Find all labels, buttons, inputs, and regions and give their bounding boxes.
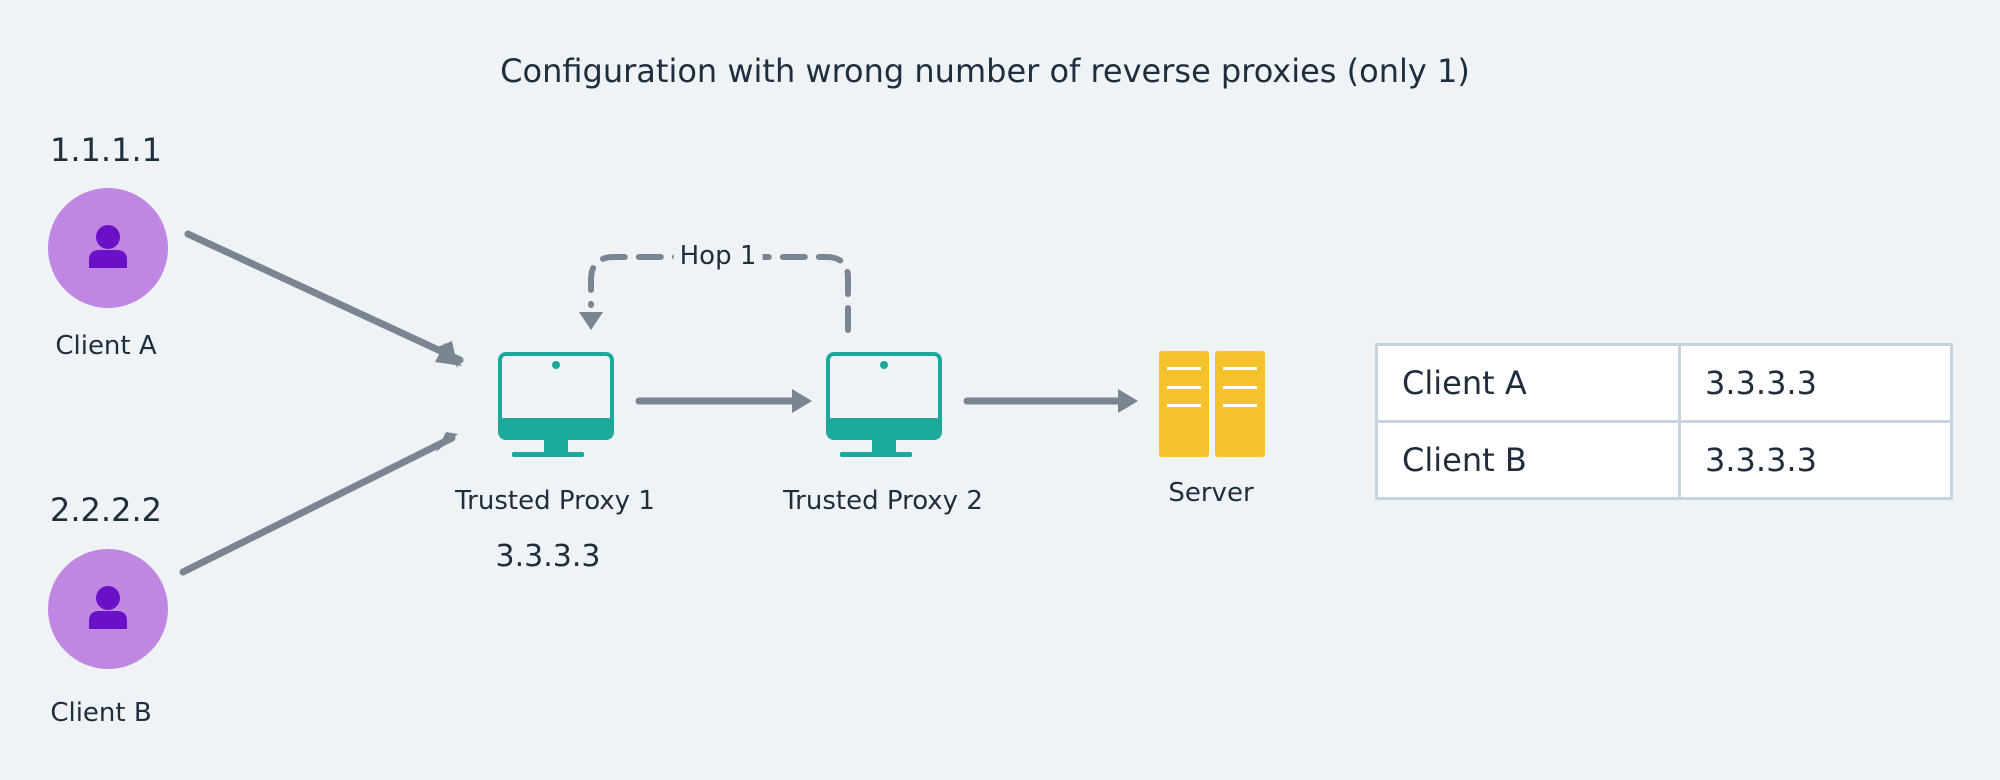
table-cell-client: Client A (1375, 343, 1681, 423)
proxy-1-label: Trusted Proxy 1 (455, 486, 655, 516)
proxy-1-ip: 3.3.3.3 (495, 539, 601, 574)
server-icon (1159, 351, 1265, 457)
table-cell-ip: 3.3.3.3 (1678, 343, 1953, 423)
monitor-icon (826, 352, 942, 457)
result-table: Client A 3.3.3.3 Client B 3.3.3.3 (1375, 343, 1953, 500)
arrowhead (1118, 389, 1138, 413)
arrow-client-a-to-proxy-1 (184, 230, 464, 364)
proxy-1-node (498, 352, 614, 457)
arrowhead (579, 312, 603, 330)
user-icon (89, 586, 127, 629)
arrowhead (435, 343, 462, 366)
client-a-node (48, 188, 168, 308)
proxy-2-node (826, 352, 942, 457)
table-row: Client B 3.3.3.3 (1375, 420, 1953, 500)
client-b-ip: 2.2.2.2 (50, 491, 162, 529)
client-b-label: Client B (50, 698, 152, 728)
table-cell-ip: 3.3.3.3 (1678, 420, 1953, 500)
server-node (1159, 351, 1265, 457)
arrowhead (436, 432, 458, 452)
diagram-title: Configuration with wrong number of rever… (500, 52, 1470, 90)
client-a-label: Client A (55, 331, 157, 361)
arrow-client-b-to-proxy-1 (179, 434, 456, 576)
client-b-node (48, 549, 168, 669)
hop-1-label: Hop 1 (673, 243, 763, 269)
server-label: Server (1168, 478, 1254, 508)
monitor-icon (498, 352, 614, 457)
user-icon (89, 225, 127, 268)
table-cell-client: Client B (1375, 420, 1681, 500)
table-row: Client A 3.3.3.3 (1375, 343, 1953, 423)
arrowhead (792, 389, 812, 413)
proxy-2-label: Trusted Proxy 2 (783, 486, 983, 516)
client-a-ip: 1.1.1.1 (50, 131, 162, 169)
